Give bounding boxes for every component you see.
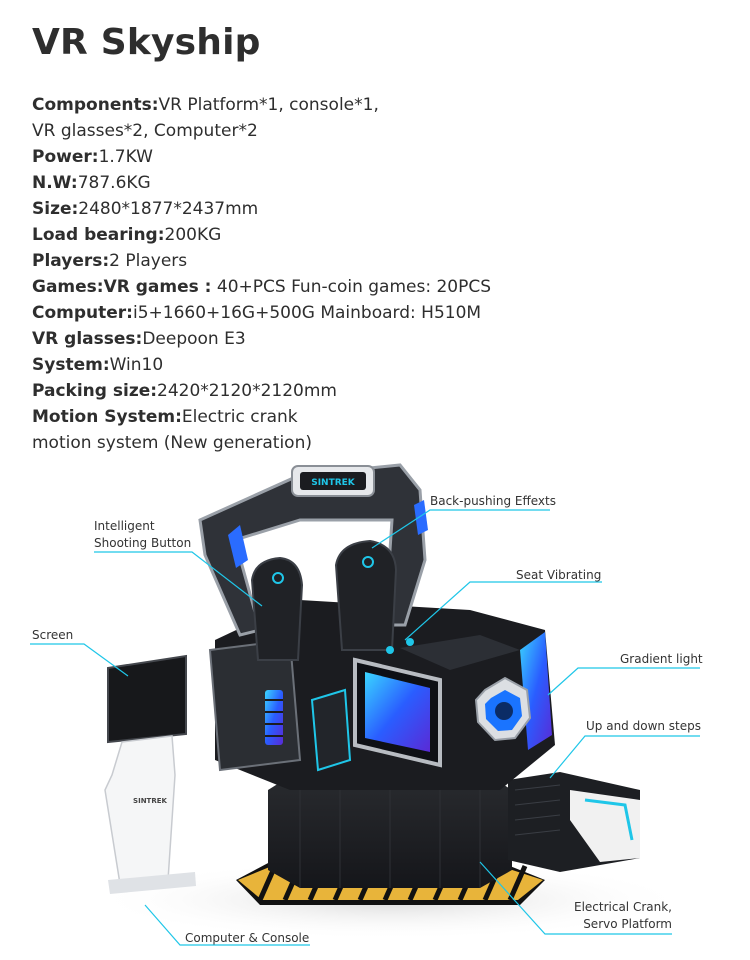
seats: [250, 539, 414, 661]
spec-packing-size: Packing size:2420*2120*2120mm: [32, 381, 337, 401]
callout-crank-line2: Servo Platform: [583, 917, 672, 931]
spec-vr-glasses: VR glasses:Deepoon E3: [32, 329, 246, 349]
page-title: VR Skyship: [32, 22, 261, 63]
callout-seat-vibrating: Seat Vibrating: [516, 568, 602, 582]
platform-base: [236, 770, 545, 905]
spec-list: Components:VR Platform*1, console*1, VR …: [32, 92, 552, 456]
callout-shooting-button-line2: Shooting Button: [94, 536, 192, 550]
up-down-steps: [508, 772, 640, 872]
callout-steps: Up and down steps: [586, 719, 702, 733]
spec-computer: Computer:i5+1660+16G+500G Mainboard: H51…: [32, 303, 482, 323]
spec-players: Players:2 Players: [32, 251, 188, 271]
spec-net-weight: N.W:787.6KG: [32, 173, 151, 193]
callout-screen: Screen: [32, 628, 74, 642]
roll-bar: SINTREK: [198, 463, 428, 637]
spec-system: System:Win10: [32, 355, 164, 375]
spec-motion-system-cont: motion system (New generation): [32, 433, 312, 453]
spec-components-cont: VR glasses*2, Computer*2: [32, 121, 258, 141]
arch-brand-logo: SINTREK: [311, 478, 356, 488]
spec-motion-system: Motion System:Electric crank: [32, 407, 298, 427]
kiosk-brand-logo: SINTREK: [133, 797, 167, 805]
product-illustration: SINTREK SINTREK: [30, 463, 700, 946]
spec-power: Power:1.7KW: [32, 147, 153, 167]
callout-computer-console: Computer & Console: [185, 931, 310, 945]
callout-back-pushing: Back-pushing Effexts: [430, 494, 556, 508]
cabin-body: [208, 600, 555, 790]
callout-crank-line1: Electrical Crank,: [573, 900, 672, 914]
spec-components: Components:VR Platform*1, console*1,: [32, 95, 379, 115]
computer-console-kiosk: SINTREK: [104, 654, 196, 894]
spec-games: Games:VR games : 40+PCS Fun-coin games: …: [32, 277, 492, 297]
callout-shooting-button-line1: Intelligent: [94, 519, 155, 533]
callout-gradient-light: Gradient light: [620, 652, 703, 666]
spec-size: Size:2480*1877*2437mm: [32, 199, 259, 219]
spec-load-bearing: Load bearing:200KG: [32, 225, 222, 245]
callout-lines: [30, 509, 700, 946]
